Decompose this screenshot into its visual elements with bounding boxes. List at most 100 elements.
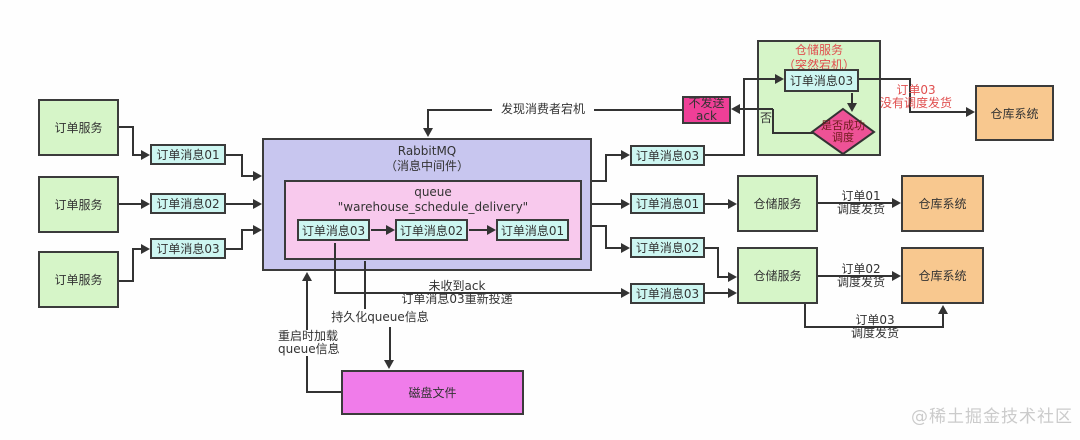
arrowhead (938, 305, 948, 314)
connector-line (132, 248, 142, 250)
connector-line (334, 292, 622, 294)
arrowhead (892, 198, 901, 208)
arrowhead (621, 288, 630, 298)
order03-not-scheduled-label: 订单03 没有调度发货 (879, 83, 952, 110)
connector-line (132, 249, 134, 282)
connector-line (132, 154, 142, 156)
no-ack-redeliver-label: 未收到ack 订单消息03重新投递 (401, 279, 513, 306)
arrowhead (253, 199, 262, 209)
connector-line (804, 326, 944, 328)
connector-line (859, 78, 911, 80)
connector-line (119, 280, 134, 282)
connector-line (364, 261, 366, 309)
queued-message-02: 订单消息02 (395, 219, 468, 241)
connector-line (743, 78, 775, 80)
connector-line (389, 327, 391, 361)
connector-line (818, 275, 892, 277)
connector-line (705, 292, 728, 294)
warehouse-service-box-1: 仓储服务 (737, 175, 818, 232)
warehouse-system-box-2: 仓库系统 (901, 247, 984, 304)
rabbitmq-subtitle: （消息中间件） (384, 159, 469, 173)
connector-line (605, 154, 622, 156)
watermark: @稀土掘金技术社区 (911, 407, 1073, 427)
connector-line (909, 111, 966, 113)
connector-line (226, 154, 243, 156)
connector-line (132, 126, 134, 156)
warehouse-system-box-1: 仓库系统 (901, 175, 984, 232)
order-message-03-left: 订单消息03 (150, 238, 226, 259)
arrowhead (253, 225, 262, 235)
queued-message-01: 订单消息01 (496, 219, 569, 241)
arrowhead (621, 150, 630, 160)
connector-line (119, 126, 134, 128)
connector-line (818, 202, 892, 204)
arrowhead (141, 199, 150, 209)
decision-no-label: 否 (759, 111, 772, 125)
warehouse-service-box-2: 仓储服务 (737, 247, 818, 304)
crashed-order-message-03: 订单消息03 (784, 69, 859, 92)
arrowhead (302, 272, 312, 281)
warehouse-system-box-top: 仓库系统 (975, 85, 1054, 141)
order-message-03-out-bottom: 订单消息03 (630, 283, 705, 304)
arrowhead (621, 199, 630, 209)
connector-line (226, 203, 254, 205)
rabbitmq-title: RabbitMQ (397, 144, 457, 158)
arrowhead (966, 107, 975, 117)
connector-line (605, 155, 607, 182)
connector-line (605, 247, 622, 249)
connector-line (469, 229, 488, 231)
arrowhead (384, 360, 394, 369)
disk-file-box: 磁盘文件 (341, 370, 524, 415)
connector-line (334, 243, 336, 294)
arrowhead (487, 225, 496, 235)
arrowhead (621, 243, 630, 253)
connector-line (592, 225, 607, 227)
order-service-box-3: 订单服务 (38, 251, 119, 308)
order-message-03-out-top: 订单消息03 (630, 145, 705, 166)
order-message-02-out: 订单消息02 (630, 237, 705, 258)
connector-line (717, 276, 728, 278)
arrowhead (731, 104, 740, 114)
arrowhead (775, 74, 784, 84)
arrowhead (728, 288, 737, 298)
connector-line (592, 203, 622, 205)
connector-line (705, 154, 745, 156)
connector-line (942, 313, 944, 328)
connector-line (119, 203, 142, 205)
connector-line (705, 247, 719, 249)
arrowhead (728, 272, 737, 282)
connector-line (605, 225, 607, 248)
order02-dispatch-label: 订单02 调度发货 (836, 262, 885, 289)
persist-queue-label: 持久化queue信息 (331, 310, 429, 324)
connector-line (241, 229, 254, 231)
connector-line (241, 175, 254, 177)
decision-diamond (810, 107, 876, 156)
connector-line (804, 304, 806, 328)
connector-line (740, 108, 773, 110)
arrowhead (141, 244, 150, 254)
decision-diamond-label: 是否成功 调度 (821, 118, 865, 144)
order-service-box-1: 订单服务 (38, 99, 119, 156)
queued-message-03: 订单消息03 (297, 219, 370, 241)
reload-queue-label: 重启时加载 queue信息 (275, 330, 347, 356)
arrowhead (141, 150, 150, 160)
connector-line (306, 391, 341, 393)
connector-line (772, 109, 774, 134)
order-message-01-out: 订单消息01 (630, 193, 705, 214)
arrowhead (847, 103, 857, 112)
arrowhead (423, 128, 433, 137)
order03-dispatch-label: 订单03 调度发货 (850, 313, 899, 340)
connector-line (772, 132, 813, 134)
no-ack-box: 不发送 ack (682, 96, 731, 124)
order-message-02-left: 订单消息02 (150, 193, 226, 214)
connector-line (371, 229, 387, 231)
queue-name: "warehouse_schedule_delivery" (337, 200, 529, 214)
order-service-box-2: 订单服务 (38, 176, 119, 233)
connector-line (241, 154, 243, 177)
arrowhead (892, 271, 901, 281)
connector-line (592, 180, 607, 182)
connector-line (241, 230, 243, 250)
connector-line (717, 247, 719, 277)
connector-line (909, 78, 911, 113)
